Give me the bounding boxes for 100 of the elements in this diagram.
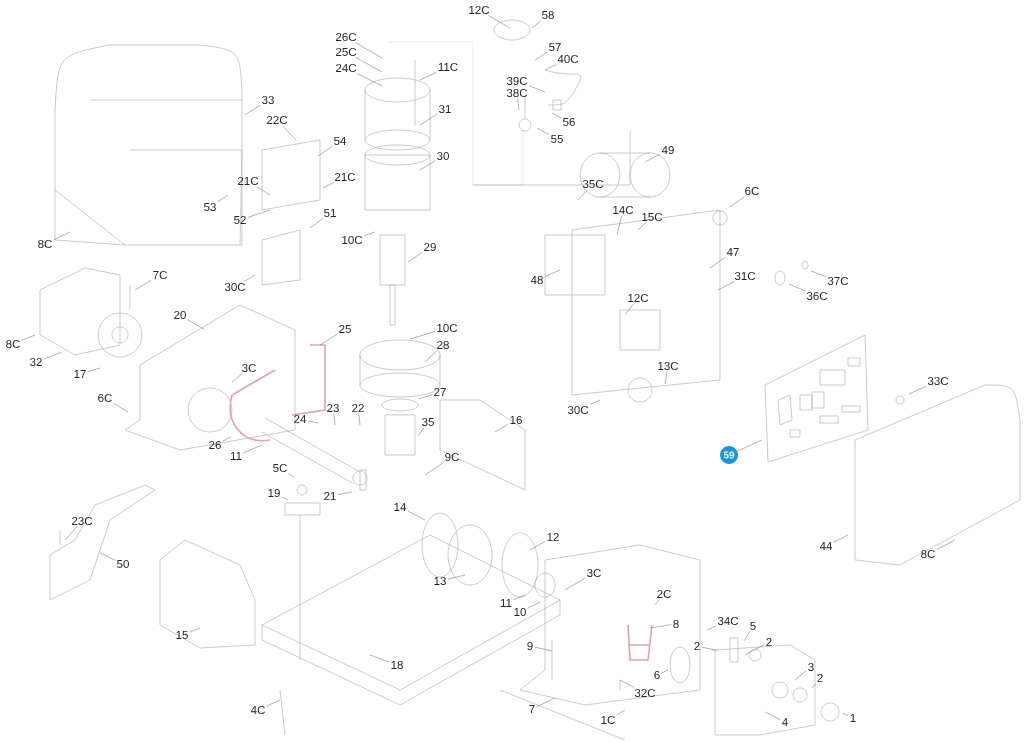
leader-line xyxy=(419,113,438,126)
callout-number: 48 xyxy=(530,275,543,285)
callout-number: 3C xyxy=(242,363,256,373)
callout-number: 30C xyxy=(224,282,246,292)
leader-line xyxy=(369,654,390,663)
leader-line xyxy=(409,331,436,340)
callout-number: 10C xyxy=(437,323,458,333)
callout-number: 8C xyxy=(6,339,20,349)
callout-number: 18 xyxy=(391,660,403,670)
leader-line xyxy=(424,462,445,476)
callout-number: 3C xyxy=(587,568,601,578)
leader-line xyxy=(317,146,333,157)
leader-line xyxy=(53,231,71,241)
callout-number: 56 xyxy=(563,117,575,127)
callout-number: 51 xyxy=(324,209,336,217)
leader-line xyxy=(288,473,295,478)
callout-number: 9 xyxy=(527,641,533,651)
callout-number: 22C xyxy=(267,115,288,125)
callout-number: 6C xyxy=(745,186,759,196)
leader-line xyxy=(419,72,437,81)
leader-line xyxy=(529,541,546,551)
leader-line xyxy=(419,160,436,171)
leader-line xyxy=(544,64,557,71)
leader-line xyxy=(309,218,324,229)
leader-line xyxy=(222,436,232,442)
callout-number: 13 xyxy=(434,576,446,586)
callout-number: 16 xyxy=(510,415,522,425)
callout-number: 57 xyxy=(549,43,561,51)
leader-line xyxy=(333,413,336,426)
callout-number: 39C xyxy=(506,76,528,86)
leader-line xyxy=(531,20,542,29)
leader-line xyxy=(717,281,735,291)
callout-number: 24 xyxy=(294,415,307,423)
callout-number: 33C xyxy=(927,376,949,386)
callout-number: 23C xyxy=(72,516,93,526)
leader-line xyxy=(564,577,586,591)
callout-number: 14 xyxy=(394,503,407,511)
callout-number: 1C xyxy=(601,715,615,725)
leader-line xyxy=(307,420,319,424)
leader-line xyxy=(407,252,423,263)
callout-number: 8 xyxy=(673,619,679,629)
leader-line xyxy=(407,510,426,521)
callout-number: 17 xyxy=(74,370,86,378)
callout-number: 37C xyxy=(827,276,849,286)
leader-line xyxy=(577,189,589,201)
callout-number: 25C xyxy=(336,47,357,57)
leader-line xyxy=(322,182,335,189)
leader-line xyxy=(654,599,660,606)
leader-line xyxy=(551,112,562,119)
callout-number: 54 xyxy=(334,137,347,145)
callout-number: 2C xyxy=(657,589,671,599)
callout-number: 20 xyxy=(174,310,186,320)
callout-number: 29 xyxy=(424,242,436,252)
leader-line xyxy=(737,439,763,452)
callout-number: 10 xyxy=(514,607,526,617)
callout-number: 6 xyxy=(654,670,660,680)
callout-number: 38C xyxy=(506,88,528,98)
leader-line xyxy=(616,215,622,236)
leader-line xyxy=(363,231,376,237)
leader-line xyxy=(936,539,956,550)
leader-line xyxy=(729,196,745,208)
leader-line xyxy=(424,350,438,363)
leader-line xyxy=(187,319,206,331)
leader-line xyxy=(706,625,717,631)
leader-line xyxy=(701,646,716,651)
callout-number: 2 xyxy=(766,638,772,646)
callout-number: 49 xyxy=(661,145,674,155)
leader-line xyxy=(281,496,289,501)
callout-number: 12C xyxy=(628,293,649,303)
leader-line xyxy=(266,699,281,707)
leader-line xyxy=(534,51,548,61)
leader-line xyxy=(513,594,526,601)
callout-number: 2 xyxy=(817,674,823,682)
callout-number: 34C xyxy=(717,616,739,626)
leader-line xyxy=(624,303,635,316)
leader-line xyxy=(534,646,553,652)
leader-line xyxy=(544,269,561,277)
leader-line xyxy=(189,627,201,633)
callout-number: 58 xyxy=(542,10,554,20)
leader-line xyxy=(494,424,509,433)
callout-number: 40C xyxy=(557,54,579,64)
leader-line xyxy=(356,73,383,87)
callout-number: 52 xyxy=(234,215,246,225)
leader-line xyxy=(589,399,601,405)
leader-line xyxy=(64,526,78,541)
leader-line xyxy=(134,280,152,291)
callout-disc: 59 xyxy=(720,446,738,464)
callout-number: 55 xyxy=(551,135,563,143)
leader-line xyxy=(649,624,672,629)
callout-number: 31 xyxy=(439,104,451,114)
callout-number: 35 xyxy=(422,417,434,427)
leader-line xyxy=(417,427,425,437)
callout-number: 22 xyxy=(352,404,364,412)
leader-line xyxy=(908,386,927,395)
callout-number: 27 xyxy=(434,388,446,396)
leader-line xyxy=(794,670,807,681)
callout-number: 30C xyxy=(567,405,589,415)
callout-number: 10C xyxy=(342,235,363,245)
leader-line xyxy=(743,631,750,642)
leader-line xyxy=(355,42,383,59)
